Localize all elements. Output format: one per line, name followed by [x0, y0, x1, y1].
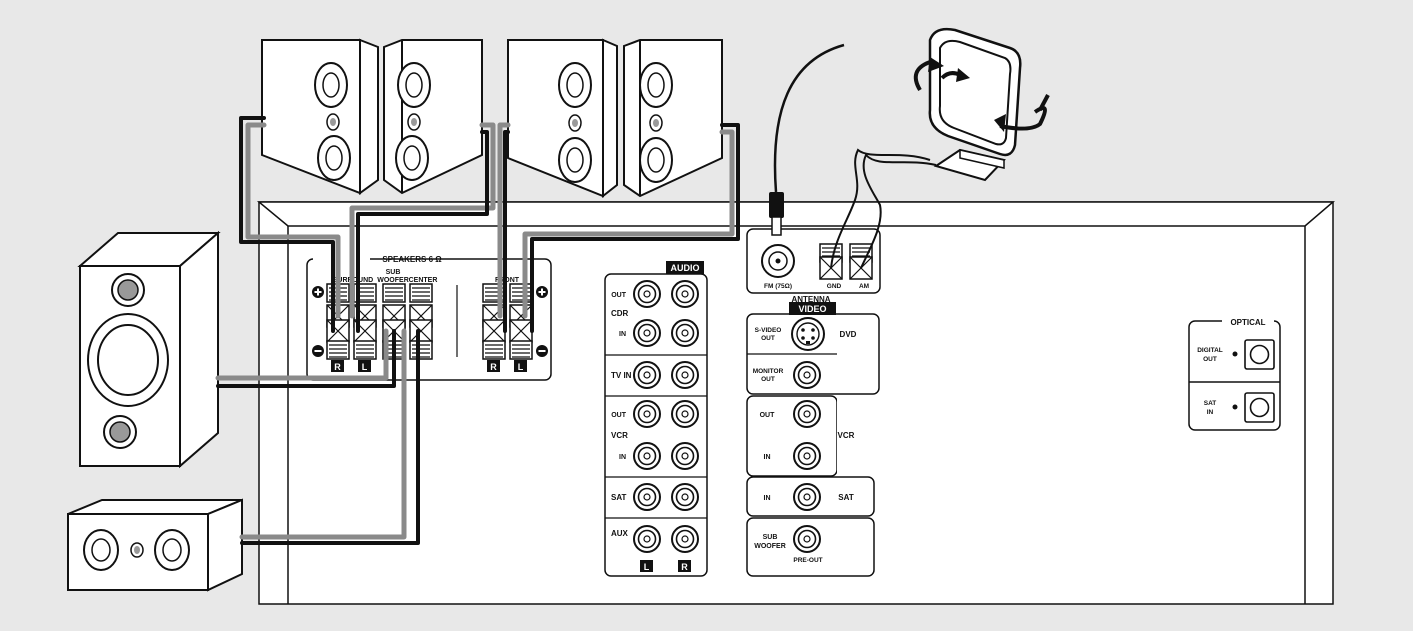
- gnd-label: GND: [827, 283, 842, 290]
- cable-center-gray: [239, 328, 407, 540]
- antenna-header: ANTENNA: [791, 295, 830, 304]
- speakers-group-label: SPEAKERS 6 Ω: [382, 255, 442, 264]
- aux-label: AUX: [611, 529, 629, 538]
- surround-speaker-left: [261, 38, 379, 195]
- svideo-jack[interactable]: [791, 317, 825, 351]
- surround-right-badge: R: [334, 362, 341, 372]
- optical-block: OPTICAL DIGITAL OUT SAT IN: [1188, 315, 1281, 431]
- monitor-label-2: OUT: [761, 376, 775, 383]
- sat-in-optical-label-1: SAT: [1204, 400, 1217, 407]
- fm-label: FM (75Ω): [764, 283, 792, 290]
- audio-header: AUDIO: [671, 263, 700, 273]
- cable-subwoofer-gray: [215, 328, 389, 381]
- subwoofer-out-label-1: SUB: [763, 534, 778, 541]
- monitor-label-1: MONITOR: [753, 368, 784, 375]
- audio-jack-block: AUDIO OUT CDR IN TV IN OUT VCR IN SAT AU…: [604, 261, 708, 577]
- cable-surround-right-gray: [349, 122, 496, 319]
- vcr-video-label: VCR: [838, 431, 855, 440]
- cable-front-left-gray: [497, 122, 511, 319]
- cdr-out-label: OUT: [611, 292, 627, 299]
- cable-front-right-gray: [522, 129, 735, 319]
- antenna-block: ANTENNA FM (75Ω) GND AM: [746, 228, 881, 304]
- digital-out-label-1: DIGITAL: [1197, 347, 1223, 354]
- vcr-out-label: OUT: [611, 412, 627, 419]
- front-label: FRONT: [495, 277, 520, 284]
- sat-audio-label: SAT: [611, 493, 627, 502]
- aux-left-badge: L: [644, 562, 650, 572]
- am-antenna-wires: [830, 148, 937, 269]
- cable-surround-left-black: [239, 116, 335, 333]
- front-speaker-right: [623, 39, 723, 198]
- front-right-badge: R: [490, 362, 497, 372]
- speaker-terminal-block: SPEAKERS 6 Ω SURROUND SUB WOOFER CENTER …: [306, 255, 552, 381]
- svideo-label-1: S-VIDEO: [755, 327, 782, 334]
- sat-video-label: SAT: [838, 493, 854, 502]
- subwoofer-speaker: [77, 230, 221, 469]
- front-left-badge: L: [518, 362, 524, 372]
- speaker-cables: [215, 116, 740, 545]
- preout-label: PRE-OUT: [793, 557, 822, 564]
- dvd-label: DVD: [840, 330, 857, 339]
- surround-speaker-right: [383, 39, 483, 195]
- cable-surround-left-gray: [245, 122, 341, 319]
- cdr-in-label: IN: [619, 331, 626, 338]
- cdr-label: CDR: [611, 309, 629, 318]
- fm-antenna-jack[interactable]: [761, 244, 795, 278]
- vcr-video-in-label: IN: [764, 454, 771, 461]
- plus-sign-right: [536, 286, 548, 298]
- subwoofer-label-2: WOOFER: [377, 277, 409, 284]
- am-loop-antenna: [913, 27, 1050, 182]
- vcr-video-out-label: OUT: [760, 412, 776, 419]
- optical-header: OPTICAL: [1230, 318, 1265, 327]
- subwoofer-label-1: SUB: [386, 269, 401, 276]
- sat-in-optical-port[interactable]: [1244, 392, 1275, 423]
- cable-center-black: [240, 329, 420, 545]
- sat-in-optical-label-2: IN: [1207, 409, 1214, 416]
- subwoofer-out-label-2: WOOFER: [754, 543, 786, 550]
- digital-out-label-2: OUT: [1203, 356, 1217, 363]
- cable-surround-right-black: [356, 130, 489, 333]
- center-speaker: [67, 498, 243, 592]
- aux-right-badge: R: [681, 562, 688, 572]
- cable-front-right-black: [530, 123, 740, 333]
- cable-subwoofer-black: [216, 329, 396, 388]
- plus-sign-left: [312, 286, 324, 298]
- digital-out-port[interactable]: [1244, 339, 1275, 370]
- fm-antenna-cable: [769, 43, 845, 236]
- am-label: AM: [859, 283, 869, 290]
- video-jack-block: VIDEO S-VIDEO OUT DVD MONITOR OUT OUT VC…: [746, 302, 880, 577]
- video-header: VIDEO: [798, 304, 826, 314]
- center-label: CENTER: [409, 277, 438, 284]
- sat-video-in-label: IN: [764, 495, 771, 502]
- tv-in-label: TV IN: [611, 371, 632, 380]
- vcr-label: VCR: [611, 431, 628, 440]
- vcr-in-label: IN: [619, 454, 626, 461]
- svideo-label-2: OUT: [761, 335, 775, 342]
- cable-front-left-black: [503, 130, 510, 333]
- surround-left-badge: L: [362, 362, 368, 372]
- minus-sign-left: [312, 345, 324, 357]
- minus-sign-right: [536, 345, 548, 357]
- front-speaker-left: [507, 38, 618, 199]
